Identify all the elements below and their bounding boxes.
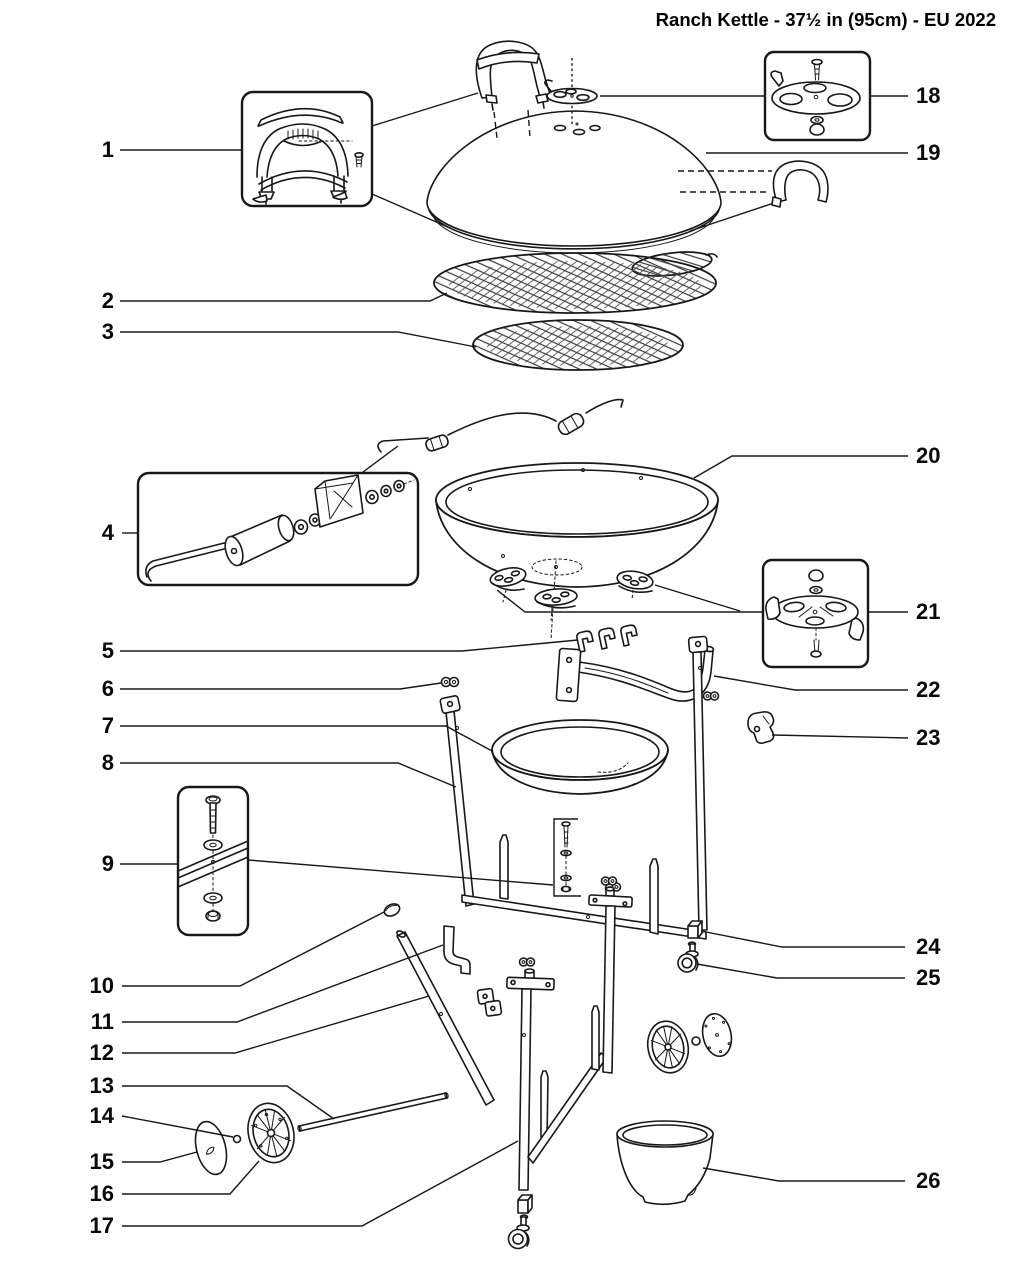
part-label-23: 23 — [916, 725, 941, 750]
part-label-5: 5 — [101, 638, 114, 663]
part-label-19: 19 — [916, 140, 941, 165]
part-label-22: 22 — [916, 677, 941, 702]
lid-illustration — [426, 110, 722, 254]
part-label-1: 1 — [101, 137, 114, 162]
leader-lines — [120, 95, 909, 1227]
part-label-17: 17 — [89, 1213, 114, 1238]
kettle-bowl-illustration — [435, 462, 719, 641]
part-label-24: 24 — [916, 934, 941, 959]
part-label-26: 26 — [916, 1168, 941, 1193]
part-label-4: 4 — [101, 520, 114, 545]
bowl-damper-inset — [496, 558, 870, 669]
part-label-9: 9 — [101, 851, 114, 876]
clip-6-illustration — [440, 676, 460, 688]
part-label-6: 6 — [101, 676, 114, 701]
bowl-handle-illustration — [555, 645, 715, 703]
lid-damper-inset — [763, 50, 872, 142]
lower-stand-illustration — [194, 876, 733, 1250]
clip-illustration — [702, 691, 720, 701]
part-label-13: 13 — [89, 1073, 114, 1098]
cooking-grate-illustration — [433, 251, 718, 314]
charcoal-grate-illustration — [472, 319, 684, 371]
part-label-25: 25 — [916, 965, 941, 990]
upper-stand-illustration — [439, 635, 709, 940]
part-label-16: 16 — [89, 1181, 114, 1206]
sweep-wire-illustration — [377, 398, 624, 453]
hardware-inset — [176, 785, 250, 937]
grate-clips-illustration — [576, 624, 638, 653]
part-label-18: 18 — [916, 83, 941, 108]
clip-23-illustration — [747, 711, 775, 744]
part-label-10: 10 — [89, 973, 114, 998]
diagram-title: Ranch Kettle - 37½ in (95cm) - EU 2022 — [655, 9, 996, 30]
part-label-3: 3 — [101, 319, 114, 344]
part-label-15: 15 — [89, 1149, 114, 1174]
part-label-7: 7 — [101, 713, 114, 738]
lid-damper-disc-illustration — [544, 58, 598, 124]
lid-side-handle-illustration — [678, 160, 829, 232]
part-label-12: 12 — [89, 1040, 114, 1065]
lid-handle-inset — [240, 90, 479, 229]
sweep-handle-inset — [136, 445, 420, 587]
part-label-20: 20 — [916, 443, 941, 468]
part-label-21: 21 — [916, 599, 941, 624]
lid-handle-illustration — [475, 40, 552, 139]
part-label-8: 8 — [101, 750, 114, 775]
bowl-vent-plates-illustration — [489, 567, 654, 621]
part-label-14: 14 — [89, 1103, 114, 1128]
ash-pan-illustration — [491, 719, 669, 795]
part-label-2: 2 — [101, 288, 114, 313]
part-label-11: 11 — [90, 1009, 114, 1034]
